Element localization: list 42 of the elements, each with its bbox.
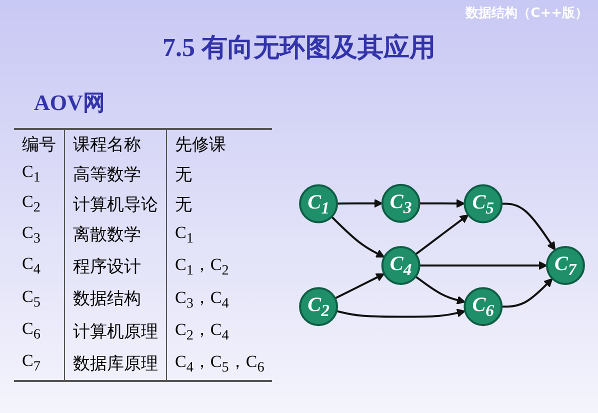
arrow [336,308,466,318]
table-cell: 无 [166,189,272,220]
table-cell: 程序设计 [64,250,166,283]
table-cell: C$_{7}$ [14,347,64,381]
arrow [334,273,385,300]
node-circle: C$_{6}$ [464,287,503,326]
table-cell: C$_{1}$ [14,159,64,190]
table-cell: 数据库原理 [64,347,166,381]
table-cell: C$_{6}$ [14,314,64,348]
table-cell: 高等数学 [64,159,166,190]
node-circle: C$_{4}$ [381,246,420,285]
node-circle: C$_{3}$ [381,184,420,223]
slide-title: 7.5 有向无环图及其应用 [162,32,436,64]
section-heading: AOV网 [34,89,105,117]
table-cell: C$_{3}$，C$_{4}$ [166,282,272,315]
table-cell: 离散数学 [64,220,166,250]
header-cell: 课程名称 [64,129,166,159]
table-cell: C$_{4}$，C$_{5}$，C$_{6}$ [166,347,272,381]
table-cell: C$_{3}$ [14,220,64,250]
table-cell: C$_{2}$，C$_{4}$ [166,314,272,348]
table-cell: C$_{1}$，C$_{2}$ [166,250,272,283]
arrow [419,199,466,208]
header-cell: 先修课 [166,129,272,159]
node-circle: C$_{2}$ [299,287,338,326]
header-cell: 编号 [14,129,64,159]
node-circle: C$_{1}$ [299,184,338,224]
arrow [502,202,556,251]
table-cell: 计算机导论 [64,189,166,220]
arrow [415,276,466,304]
table-cell: 数据结构 [64,282,166,315]
arrow [502,278,553,308]
table-cell: C$_{2}$ [14,189,64,220]
table-cell: 无 [166,159,272,190]
arrow [419,261,548,270]
node-circle: C$_{5}$ [464,184,503,224]
arrow [414,214,469,256]
table-cell: 计算机原理 [64,314,166,348]
arrow [330,216,385,258]
table-cell: C$_{5}$ [14,282,64,315]
table-cell: C$_{4}$ [14,250,64,283]
table-cell: C$_{1}$ [166,220,272,250]
arrow [337,198,383,208]
